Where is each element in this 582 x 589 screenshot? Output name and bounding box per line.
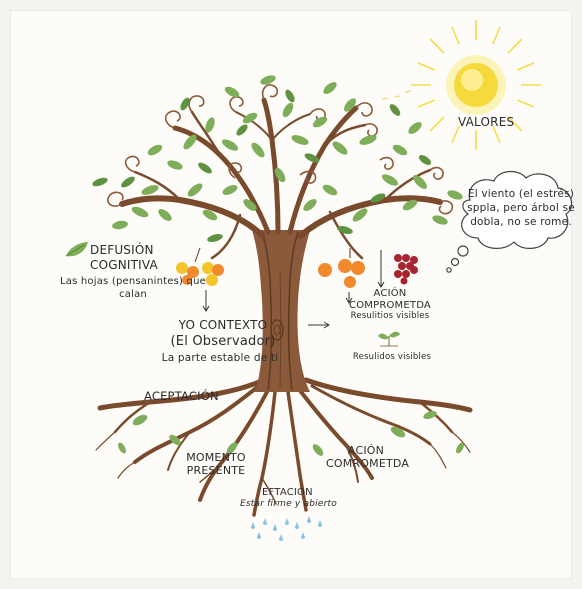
grape-cluster bbox=[394, 254, 418, 285]
label-estar-firme: Estar firme y abierto bbox=[240, 499, 337, 509]
root-leaves bbox=[118, 410, 464, 456]
sun-icon bbox=[411, 20, 541, 150]
label-acion-comprometida-bottom: ACIÓN COMROMETDA bbox=[326, 444, 410, 470]
thought-bubble-text: El viento (el estrés) sppla, pero árbol … bbox=[467, 188, 575, 228]
label-defusion-line2: COGNITIVA bbox=[90, 258, 158, 272]
label-resultados-top: Resulitios visibles bbox=[350, 311, 430, 321]
fruit-cluster-left bbox=[176, 247, 224, 286]
label-parte-estable: La parte estable de ti bbox=[161, 352, 279, 364]
arrow-icon bbox=[202, 250, 385, 329]
rain-drops bbox=[251, 516, 322, 541]
sprout-icon bbox=[378, 331, 400, 347]
label-defusion-sub: Las hojas (pensanintes) que calan bbox=[60, 276, 206, 300]
leaf-icon bbox=[65, 242, 88, 257]
label-acion-comprometida-top: ACIÓN COMPROMETDA bbox=[349, 288, 431, 311]
tree-roots bbox=[95, 375, 473, 517]
canopy-leaves bbox=[92, 75, 463, 242]
label-eftacion: EFTACIÓN bbox=[262, 487, 313, 498]
fruit-cluster-right bbox=[318, 248, 365, 288]
label-observador: (El Observador) bbox=[170, 334, 276, 349]
label-defusion-line1: DEFUSIÓN bbox=[90, 243, 154, 257]
sun-ray-dashes bbox=[381, 90, 412, 100]
tree-trunk bbox=[252, 230, 310, 392]
tree-branches bbox=[119, 97, 443, 260]
branch-spirals bbox=[107, 84, 454, 215]
label-momento-presente: MOMENTO PRESENTE bbox=[186, 451, 246, 477]
label-aceptacion: ACEPTACIÓN bbox=[144, 389, 219, 403]
label-defusion-cognitiva: DEFUSIÓN COGNITIVA bbox=[90, 243, 158, 273]
label-resultados-visibles: Resulidos visibles bbox=[352, 352, 432, 362]
cloud-icon bbox=[446, 171, 573, 273]
label-yo-contexto: YO CONTEXTO bbox=[178, 318, 268, 332]
label-valores: VALORES bbox=[458, 115, 515, 129]
